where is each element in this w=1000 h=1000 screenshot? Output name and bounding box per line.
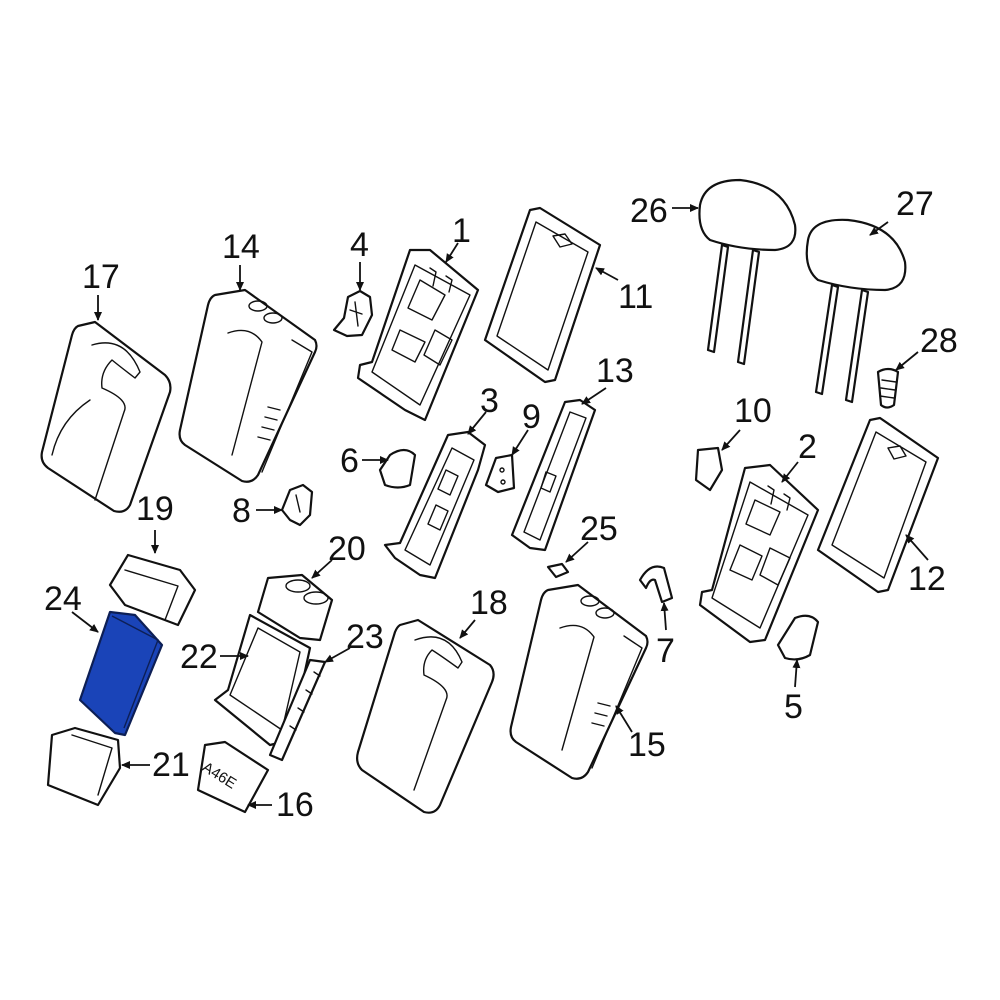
part-12-panel[interactable] (816, 416, 940, 594)
part-5-cap[interactable] (776, 614, 820, 661)
callout-14: 14 (222, 228, 260, 266)
part-23-trim-rail[interactable] (268, 658, 327, 762)
part-17-backrest-cover[interactable] (40, 320, 172, 513)
callout-27: 27 (896, 185, 934, 223)
part-21-armrest-base[interactable] (46, 726, 122, 807)
part-13-trim-strip[interactable] (510, 398, 597, 552)
part-6-cap[interactable] (378, 448, 417, 489)
callout-1: 1 (452, 212, 471, 250)
part-9-plate[interactable] (484, 453, 516, 494)
callout-4: 4 (350, 226, 369, 264)
callout-11: 11 (618, 278, 653, 316)
callout-26: 26 (630, 192, 668, 230)
callout-3: 3 (480, 382, 499, 420)
leader-lines (71, 204, 929, 809)
callout-28: 28 (920, 322, 958, 360)
callout-8: 8 (232, 492, 251, 530)
part-11-backrest-panel[interactable] (483, 206, 602, 384)
callout-5: 5 (784, 688, 803, 726)
part-27-headrest[interactable] (805, 218, 907, 404)
callout-7: 7 (656, 632, 675, 670)
callout-9: 9 (522, 398, 541, 436)
part-2-backrest-frame[interactable] (698, 463, 820, 644)
callout-16: 16 (276, 786, 314, 824)
callout-21: 21 (152, 746, 190, 784)
part-7-clip[interactable] (638, 565, 674, 604)
callout-13: 13 (596, 352, 634, 390)
part-24-armrest[interactable] (78, 610, 164, 737)
part-19-armrest-lid[interactable] (108, 553, 197, 627)
part-14-backrest-pad[interactable] (178, 288, 318, 483)
part-4-bracket[interactable] (332, 289, 374, 338)
callout-12: 12 (908, 560, 946, 598)
callout-19: 19 (136, 490, 174, 528)
callout-6: 6 (340, 442, 359, 480)
part-8-bracket[interactable] (280, 483, 314, 527)
part-15-backrest-pad[interactable] (509, 583, 649, 780)
callout-25: 25 (580, 510, 618, 548)
part-25-clip[interactable] (546, 562, 570, 579)
part-28-guide-sleeve[interactable] (876, 367, 900, 409)
callout-20: 20 (328, 530, 366, 568)
callout-18: 18 (470, 584, 508, 622)
part-1-backrest-frame[interactable] (356, 248, 480, 422)
part-16-badge-plate[interactable]: A46E (196, 740, 270, 814)
callout-24: 24 (44, 580, 82, 618)
part-20-cupholder-top[interactable] (256, 573, 334, 642)
callout-labels: 17 14 4 1 11 26 27 28 3 9 13 6 8 10 2 12… (44, 185, 958, 824)
callout-10: 10 (734, 392, 772, 430)
callout-22: 22 (180, 638, 218, 676)
callout-2: 2 (798, 428, 817, 466)
part-18-seat-cover[interactable] (356, 618, 495, 814)
part-10-clip[interactable] (694, 446, 724, 492)
callout-15: 15 (628, 726, 666, 764)
part-22-insert-frame[interactable] (213, 613, 312, 747)
part-26-headrest[interactable] (698, 178, 797, 366)
callout-17: 17 (82, 258, 120, 296)
part-3-side-frame[interactable] (383, 430, 487, 580)
callout-23: 23 (346, 618, 384, 656)
